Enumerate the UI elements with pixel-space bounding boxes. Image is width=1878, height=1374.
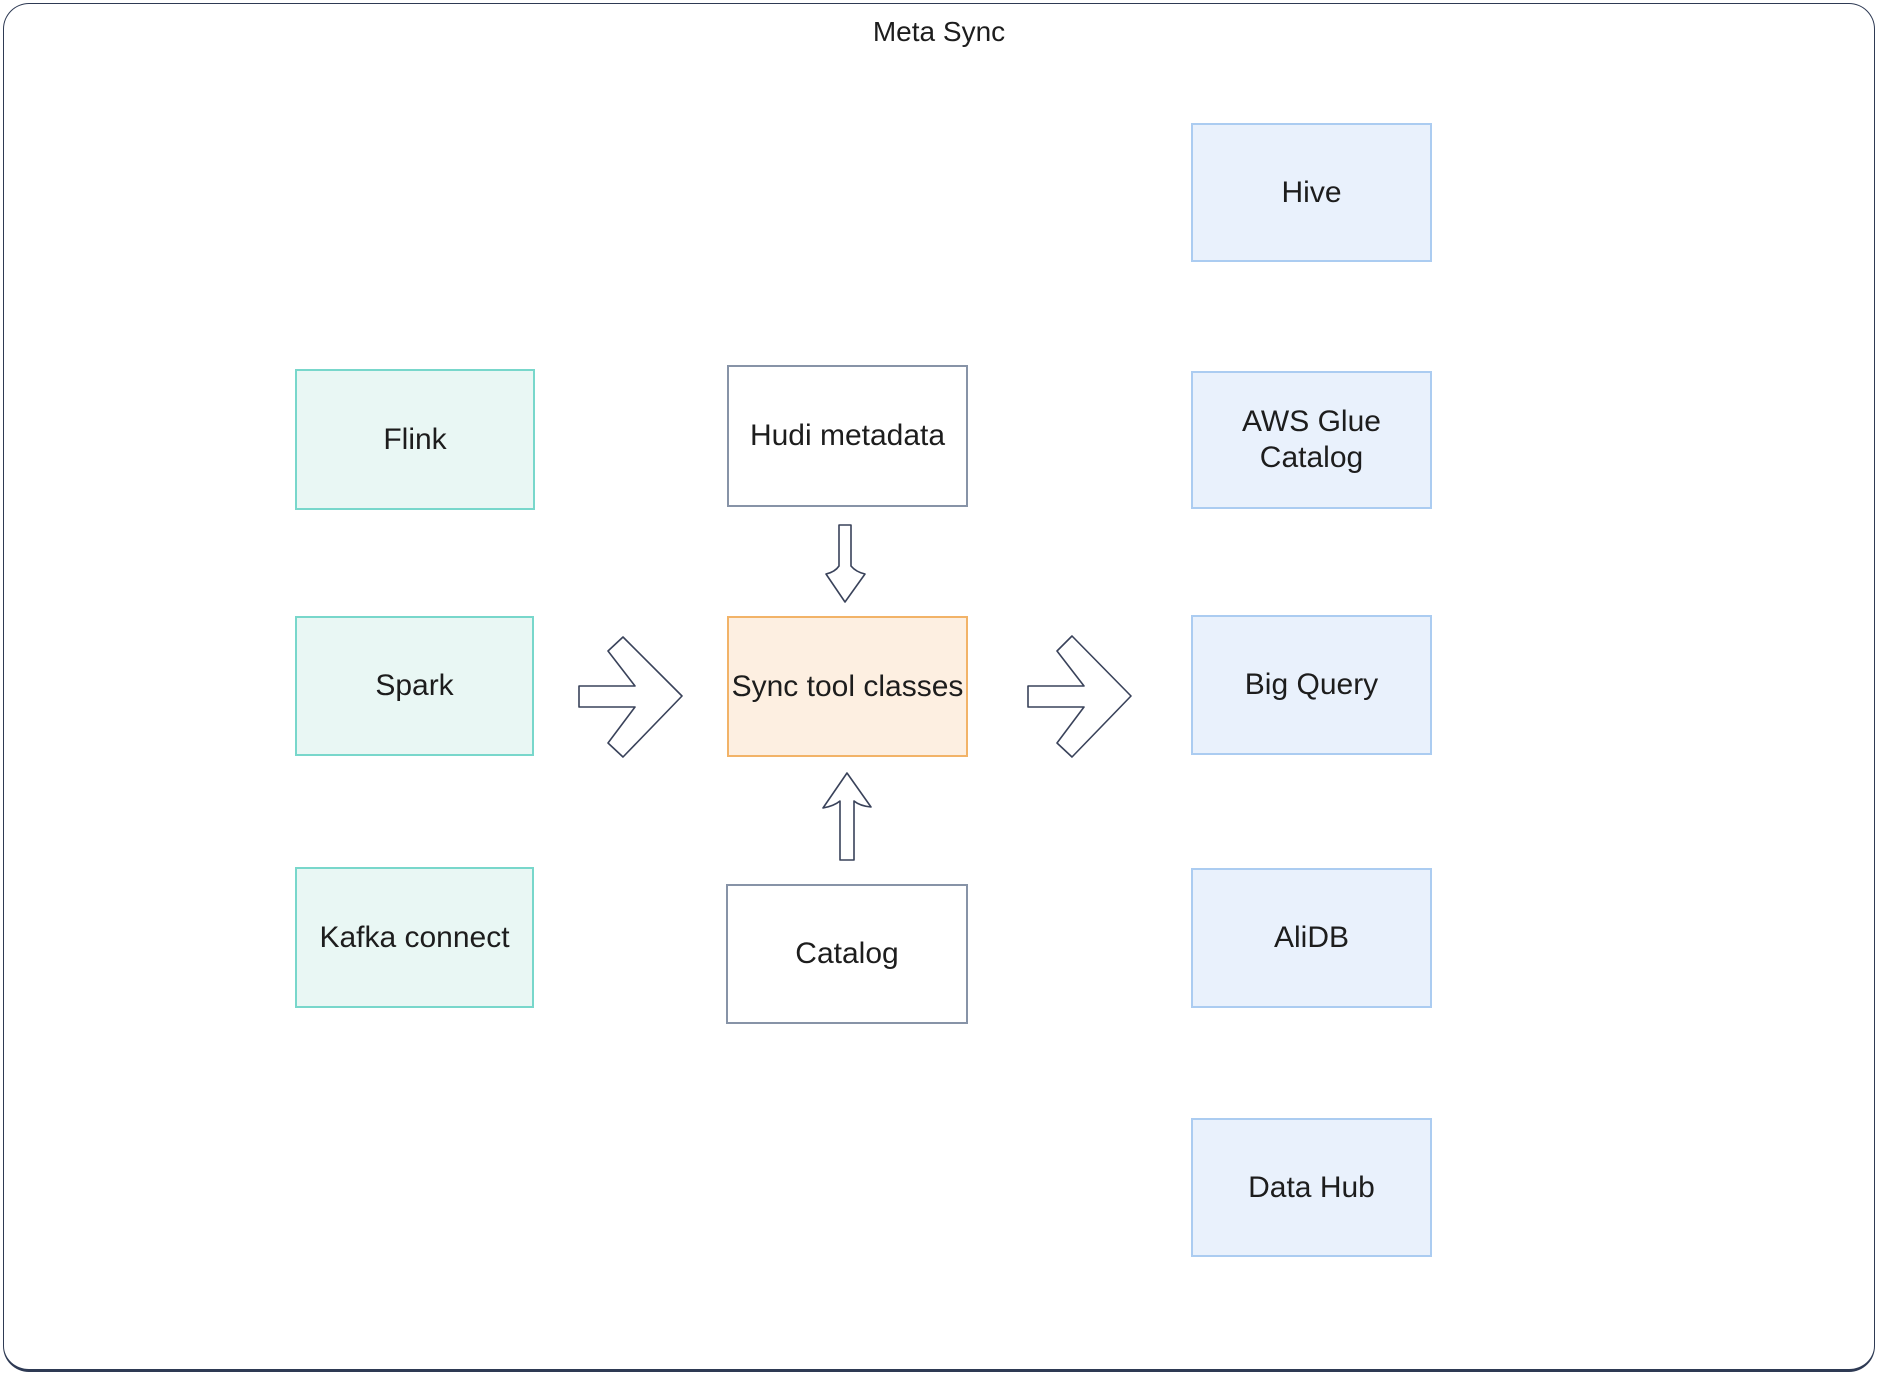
node-sync-tool-classes-label: Sync tool classes <box>731 669 964 703</box>
diagram-title: Meta Sync <box>872 16 1006 47</box>
node-spark-label: Spark <box>375 669 454 702</box>
node-flink-label: Flink <box>383 422 447 456</box>
node-alidb[interactable]: AliDB <box>1191 868 1432 1008</box>
node-data-hub[interactable]: Data Hub <box>1191 1118 1432 1257</box>
node-hudi-metadata[interactable]: Hudi metadata <box>727 365 968 507</box>
node-catalog-label: Catalog <box>795 937 899 970</box>
node-aws-glue-catalog-label: AWS Glue Catalog <box>1242 405 1381 474</box>
node-spark[interactable]: Spark <box>295 616 534 756</box>
node-hive[interactable]: Hive <box>1191 123 1432 262</box>
node-data-hub-label: Data Hub <box>1248 1170 1375 1204</box>
node-hive-label: Hive <box>1281 175 1342 209</box>
node-alidb-label: AliDB <box>1273 921 1349 954</box>
node-kafka-connect-label: Kafka connect <box>319 920 510 954</box>
node-big-query[interactable]: Big Query <box>1191 615 1432 755</box>
node-big-query-label: Big Query <box>1244 668 1379 701</box>
node-aws-glue-catalog[interactable]: AWS Glue Catalog <box>1191 371 1432 509</box>
node-flink[interactable]: Flink <box>295 369 535 510</box>
up-arrow-icon <box>822 772 872 861</box>
node-kafka-connect[interactable]: Kafka connect <box>295 867 534 1008</box>
node-catalog[interactable]: Catalog <box>726 884 968 1024</box>
node-sync-tool-classes[interactable]: Sync tool classes <box>727 616 968 757</box>
node-hudi-metadata-label: Hudi metadata <box>749 419 946 452</box>
chevron-right-arrow-icon <box>578 636 683 758</box>
down-arrow-icon <box>825 524 866 603</box>
chevron-right-arrow-icon <box>1027 635 1132 758</box>
